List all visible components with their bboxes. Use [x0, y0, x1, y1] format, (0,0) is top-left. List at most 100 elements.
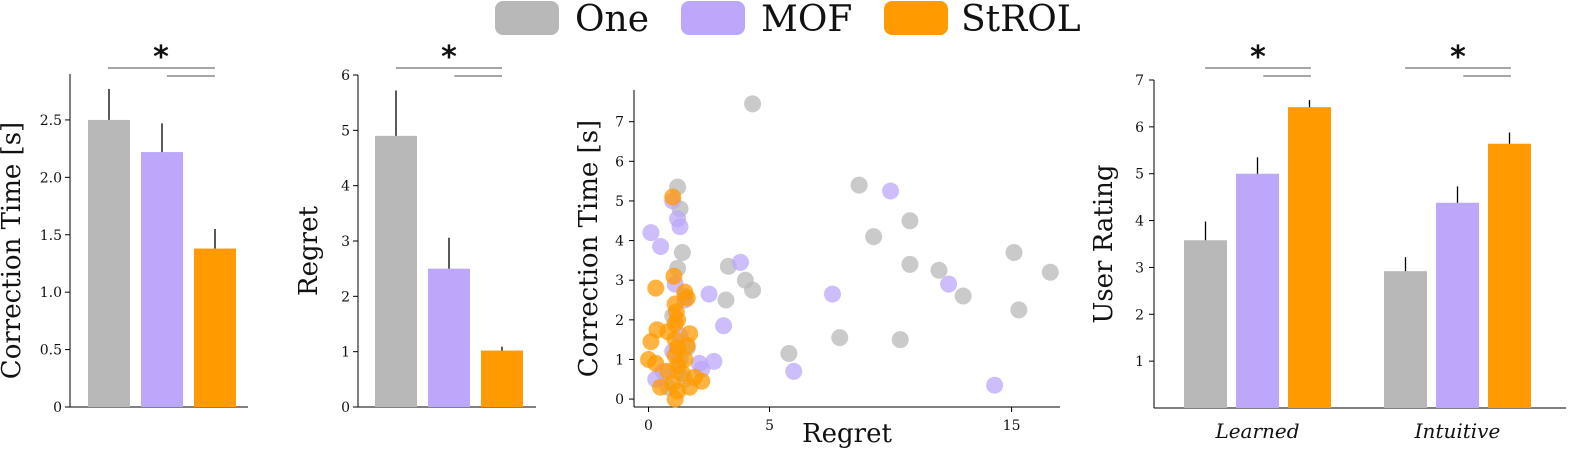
scatter-point-mof: [705, 352, 723, 370]
y-tick-label: 0: [615, 392, 624, 408]
bar-strol: [481, 350, 523, 407]
x-tick-label: 15: [1003, 418, 1021, 434]
bar-one: [88, 119, 130, 408]
y-tick-label: 4: [1135, 214, 1144, 230]
scatter-series-strol: [640, 188, 711, 408]
y-tick-label: 4: [615, 234, 624, 250]
scatter-point-one: [1041, 263, 1059, 281]
bar-strol: [194, 248, 236, 407]
bar-mof: [141, 152, 183, 407]
y-tick-label: 3: [1135, 260, 1144, 276]
scatter-point-one: [717, 291, 735, 309]
scatter-point-mof: [986, 376, 1004, 394]
scatter-point-one: [780, 345, 798, 363]
y-tick-label: 6: [615, 154, 624, 170]
legend-label-one: One: [575, 0, 649, 40]
scatter-point-mof: [940, 275, 958, 293]
bar-learned-strol: [1288, 107, 1331, 409]
scatter-point-mof: [700, 285, 718, 303]
scatter-point-one: [865, 228, 883, 246]
legend-label-mof: MOF: [761, 0, 852, 40]
y-tick-label: 1.5: [40, 228, 62, 244]
legend: One MOF StROL: [495, 0, 1081, 40]
x-tick-label: 0: [644, 418, 653, 434]
y-tick-label: 4: [341, 179, 350, 195]
y-tick-label: 2: [615, 313, 624, 329]
x-category-label: Learned: [1214, 419, 1299, 443]
significance-star: *: [441, 40, 457, 75]
scatter-point-one: [1010, 301, 1028, 319]
y-tick-label: 0.5: [40, 343, 62, 359]
scatter-point-strol: [642, 333, 660, 351]
y-tick-label: 0: [341, 400, 350, 416]
scatter-series-one: [659, 95, 1059, 396]
scatter-point-strol: [647, 279, 665, 297]
x-tick-label: 5: [765, 418, 774, 434]
legend-label-strol: StROL: [961, 0, 1081, 40]
y-axis-label: User Rating: [1089, 164, 1119, 323]
scatter-point-one: [954, 287, 972, 305]
legend-swatch-mof: [681, 1, 745, 35]
scatter-point-strol: [665, 267, 683, 285]
y-tick-label: 7: [1135, 73, 1144, 89]
significance-star: *: [1450, 40, 1466, 75]
scatter-point-mof: [785, 362, 803, 380]
scatter-point-mof: [671, 218, 689, 236]
scatter-point-mof: [652, 238, 670, 256]
x-category-label: Intuitive: [1414, 419, 1501, 443]
x-axis-label: Regret: [802, 419, 892, 449]
bar-learned-one: [1184, 240, 1227, 408]
y-tick-label: 2: [341, 289, 350, 305]
scatter-point-strol: [652, 378, 670, 396]
y-tick-label: 6: [1135, 120, 1144, 136]
scatter-series-mof: [642, 182, 1004, 394]
y-tick-label: 0: [53, 400, 62, 416]
scatter-point-mof: [823, 285, 841, 303]
scatter-point-one: [744, 95, 762, 113]
significance-star: *: [1250, 40, 1266, 75]
y-tick-label: 1: [341, 345, 350, 361]
bar-learned-mof: [1236, 173, 1279, 408]
bar-mof: [428, 268, 470, 407]
y-tick-label: 1: [615, 352, 624, 368]
scatter-point-one: [1005, 243, 1023, 261]
scatter-point-mof: [882, 182, 900, 200]
y-tick-label: 1: [1135, 354, 1144, 370]
scatter-point-one: [673, 243, 691, 261]
scatter-point-one: [901, 255, 919, 273]
legend-swatch-strol: [884, 1, 948, 35]
scatter-point-strol: [664, 188, 682, 206]
y-tick-label: 7: [615, 115, 624, 131]
y-tick-label: 3: [615, 273, 624, 289]
scatter-point-strol: [666, 390, 684, 408]
scatter-point-one: [901, 212, 919, 230]
bar-intuitive-strol: [1488, 143, 1531, 408]
scatter-point-one: [744, 281, 762, 299]
scatter-point-one: [831, 329, 849, 347]
y-axis-label: Correction Time [s]: [574, 120, 604, 377]
scatter-point-mof: [732, 253, 749, 271]
y-tick-label: 5: [1135, 167, 1144, 183]
scatter-point-one: [850, 176, 868, 194]
bar-intuitive-one: [1384, 271, 1427, 408]
y-tick-label: 2.5: [40, 113, 62, 129]
y-axis-label: Correction Time [s]: [0, 122, 27, 379]
scatter-point-one: [930, 261, 948, 279]
y-axis-label: Regret: [294, 206, 324, 296]
y-tick-label: 3: [341, 234, 350, 250]
scatter-point-mof: [642, 224, 660, 242]
significance-star: *: [153, 40, 169, 75]
scatter-point-strol: [647, 354, 665, 372]
bar-one: [375, 135, 417, 407]
scatter-point-mof: [715, 317, 733, 335]
y-tick-label: 6: [341, 68, 350, 84]
y-tick-label: 1.0: [40, 285, 62, 301]
legend-swatch-one: [495, 1, 559, 35]
y-tick-label: 5: [341, 123, 350, 139]
y-tick-label: 2: [1135, 307, 1144, 323]
